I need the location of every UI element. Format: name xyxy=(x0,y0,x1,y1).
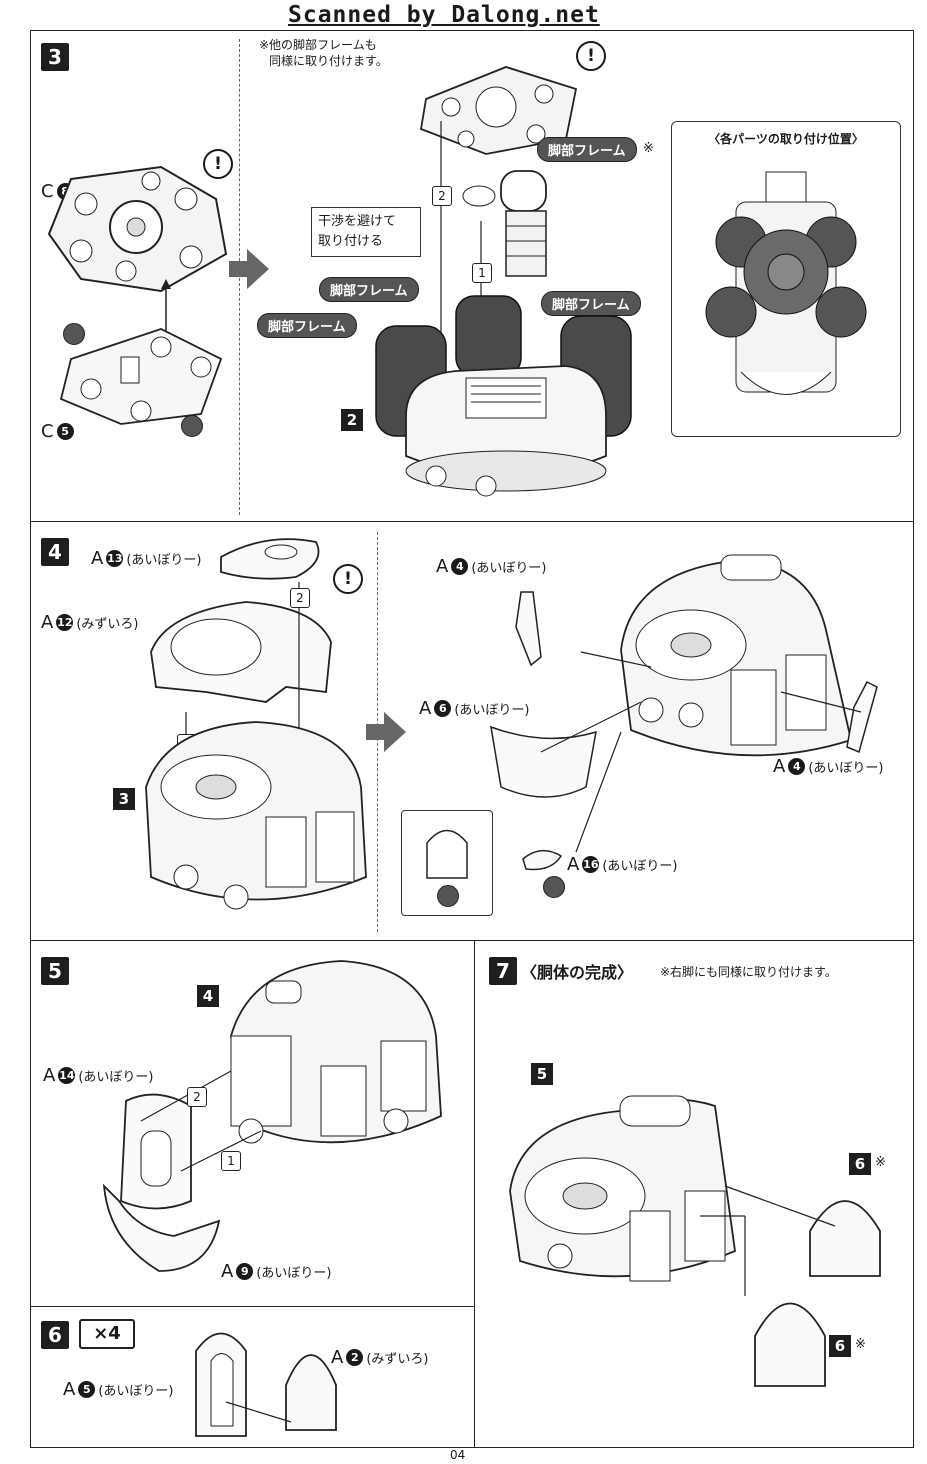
order-badge: 1 xyxy=(472,263,492,283)
leg-frame-drawing xyxy=(462,170,547,277)
page-number: 04 xyxy=(450,1448,466,1462)
step4-number: 4 xyxy=(41,538,69,566)
frame-mark: ※ xyxy=(643,141,654,156)
interference-callout: 干渉を避けて 取り付ける xyxy=(311,207,421,257)
c8-plate-drawing xyxy=(47,165,228,293)
leg-frame-label: 脚部フレーム xyxy=(541,291,641,316)
warning-icon: ! xyxy=(203,149,233,179)
guide-lines xyxy=(225,1401,292,1423)
body-step4-drawing xyxy=(620,554,853,757)
flow-arrow-icon xyxy=(366,712,406,752)
a4-part-drawing xyxy=(515,591,542,667)
multiplier-badge: ×4 xyxy=(79,1319,135,1349)
ref-part-badge: 6 xyxy=(829,1335,851,1357)
step7-note: ※右脚にも同様に取り付けます。 xyxy=(660,965,837,979)
order-badge: 2 xyxy=(187,1087,207,1107)
leg-frame-label: 脚部フレーム xyxy=(319,277,419,302)
step3-panel: 3 C8 ! C5 ※他の脚部フレームも xyxy=(30,30,914,522)
step4-panel: 4 A13(あいぼりー) A12(みずいろ) ! 1 2 3 A4(あいぼりー) xyxy=(30,521,914,941)
a12-shell-drawing xyxy=(150,601,332,703)
detail-inset xyxy=(401,810,493,916)
order-badge: 2 xyxy=(432,186,452,206)
cap-part-drawing xyxy=(754,1302,826,1387)
body-step3-drawing xyxy=(145,721,367,910)
a6-part-drawing xyxy=(490,725,597,798)
a14-part-drawing xyxy=(120,1093,192,1210)
leg-frame-label: 脚部フレーム xyxy=(537,137,637,162)
ref-mark: ※ xyxy=(855,1337,866,1352)
a2-part-drawing xyxy=(285,1354,337,1431)
step5-number: 5 xyxy=(41,957,69,985)
nub-cut-icon xyxy=(437,885,459,907)
step7-title: 〈胴体の完成〉 xyxy=(521,963,634,982)
leg-frame-label: 脚部フレーム xyxy=(257,313,357,338)
step7-number: 7 xyxy=(489,957,517,985)
ref-mark: ※ xyxy=(875,1155,886,1170)
warning-icon: ! xyxy=(333,564,363,594)
c5-plate-drawing xyxy=(59,328,223,425)
step7-panel: 7 〈胴体の完成〉 ※右脚にも同様に取り付けます。 5 6 ※ 6 ※ xyxy=(474,940,914,1448)
step3-number: 3 xyxy=(41,43,69,71)
a9-part-drawing xyxy=(102,1183,221,1272)
order-badge: 1 xyxy=(221,1151,241,1171)
nub-cut-icon xyxy=(543,876,565,898)
ref-part-badge: 6 xyxy=(849,1153,871,1175)
cap-part-drawing xyxy=(809,1200,881,1277)
body-assembly-drawing xyxy=(375,295,632,497)
warning-icon: ! xyxy=(576,41,606,71)
guide-lines xyxy=(700,1185,836,1296)
guide-lines xyxy=(540,651,862,853)
nub-cut-icon xyxy=(181,415,203,437)
placement-inset: 〈各パーツの取り付け位置〉 xyxy=(671,121,901,437)
scan-credit: Scanned by Dalong.net xyxy=(288,2,600,28)
sub-step-badge: 3 xyxy=(113,788,135,810)
a16-part-drawing xyxy=(522,850,563,871)
flow-arrow-icon xyxy=(229,249,269,289)
a4-part-drawing xyxy=(846,680,878,754)
nub-cut-icon xyxy=(63,323,85,345)
a5-part-drawing xyxy=(195,1332,247,1437)
sub-step-badge: 2 xyxy=(341,409,363,431)
inset-top-view-drawing xyxy=(705,171,867,395)
step3-note: ※他の脚部フレームも 同様に取り付けます。 xyxy=(259,38,388,68)
sub-step-badge: 5 xyxy=(531,1063,553,1085)
guide-lines xyxy=(140,1070,262,1172)
order-badge: 2 xyxy=(290,588,310,608)
a16-detail-drawing xyxy=(426,829,468,879)
body-step5-drawing xyxy=(230,960,442,1144)
a13-cap-drawing xyxy=(220,538,320,580)
step6-number: 6 xyxy=(41,1321,69,1349)
sub-step-badge: 4 xyxy=(197,985,219,1007)
inset-title: 〈各パーツの取り付け位置〉 xyxy=(708,132,864,146)
body-step7-drawing xyxy=(509,1095,736,1282)
